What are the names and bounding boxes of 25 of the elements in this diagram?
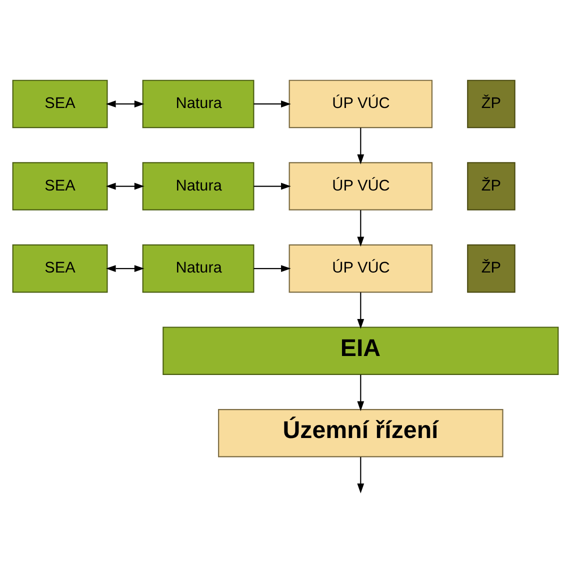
arrow (357, 456, 364, 494)
arrow (254, 265, 291, 272)
node-box: EIA (162, 326, 559, 375)
node-box: ÚP VÚC (288, 244, 433, 293)
arrow (106, 265, 144, 272)
node-box: Natura (142, 244, 254, 293)
node-box: ŽP (467, 162, 516, 210)
node-box: ÚP VÚC (288, 80, 433, 128)
arrow (254, 182, 291, 190)
node-box: Územní řízení (218, 408, 504, 458)
arrow (357, 292, 364, 329)
node-box: SEA (12, 162, 108, 210)
node-box: ŽP (467, 244, 516, 293)
arrow (357, 374, 364, 412)
arrow (357, 128, 364, 164)
arrow (106, 100, 144, 108)
arrow (254, 100, 291, 108)
node-box: ŽP (467, 80, 516, 128)
node-box: Natura (142, 80, 254, 128)
arrow (357, 210, 364, 247)
node-box: Natura (142, 162, 254, 210)
node-box: SEA (12, 80, 108, 128)
node-box: SEA (12, 244, 108, 293)
arrow (106, 182, 144, 190)
node-box: ÚP VÚC (288, 162, 433, 210)
